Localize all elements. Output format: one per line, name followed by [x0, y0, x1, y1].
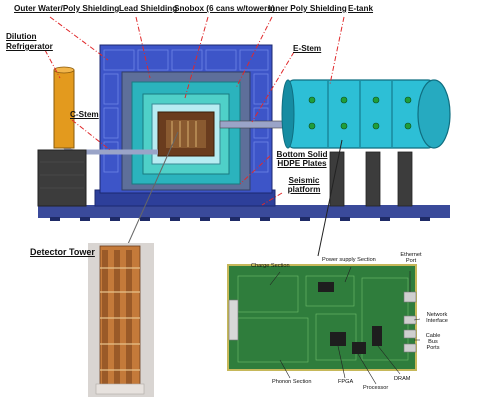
processor-label: Processor [363, 385, 389, 391]
platform-rollers [50, 217, 430, 221]
board-connector [228, 299, 239, 341]
tower-pointer-line [127, 131, 179, 245]
dilution-stand-panels [40, 161, 84, 189]
e-tank-label: E-tank [348, 4, 374, 13]
dram-label: DRAM [394, 376, 411, 382]
e-tank-body [287, 79, 435, 149]
board-photo [227, 264, 417, 371]
e-tank-ports [308, 96, 412, 130]
lead-shield-label: Lead Shielding [119, 4, 178, 13]
hdpe-label: Bottom Solid HDPE Plates [276, 150, 328, 169]
tower-bands [100, 267, 140, 371]
detector-tower-label: Detector Tower [30, 247, 95, 257]
inner-poly-label: Inner Poly Shielding [268, 4, 347, 13]
e-tank-flange [281, 79, 295, 149]
board-pointer-line [317, 139, 343, 257]
board-chips [318, 282, 382, 354]
dilution-label-line2: Refrigerator [6, 42, 53, 51]
fpga-label: FPGA [338, 379, 354, 385]
dilution-label-line1: Dilution [6, 32, 37, 41]
seismic-platform [38, 205, 450, 218]
tower-base [95, 383, 145, 395]
e-tank-stands [329, 151, 413, 207]
e-tank-ribs [327, 81, 393, 147]
ethernet-port-label: Ethernet Port [400, 252, 422, 265]
charge-section-label: Charge Section [251, 263, 290, 269]
dilution-cap [53, 66, 75, 74]
e-stem-label: E-Stem [293, 44, 322, 53]
e-tank-endcap [417, 79, 451, 149]
seismic-label: Seismic platform [287, 176, 321, 195]
outer-shield-tiles [103, 49, 269, 173]
cable-bus-label: Cable Bus Ports [425, 333, 441, 352]
board-annotation-lines [269, 266, 421, 385]
power-section-label: Power supply Section [322, 257, 376, 263]
leader-lines [44, 16, 345, 206]
dilution-stand [37, 149, 87, 207]
tower-stripes [171, 121, 197, 147]
outer-shield-label: Outer Water/Poly Shielding [14, 4, 120, 13]
dilution-refrigerator [53, 69, 75, 149]
phonon-section-label: Phonon Section [272, 379, 312, 385]
network-interface-label: Network Interface [426, 312, 448, 325]
c-stem-label: C-Stem [70, 110, 99, 119]
snobox-label: Snobox (6 cans w/towers) [174, 4, 275, 13]
